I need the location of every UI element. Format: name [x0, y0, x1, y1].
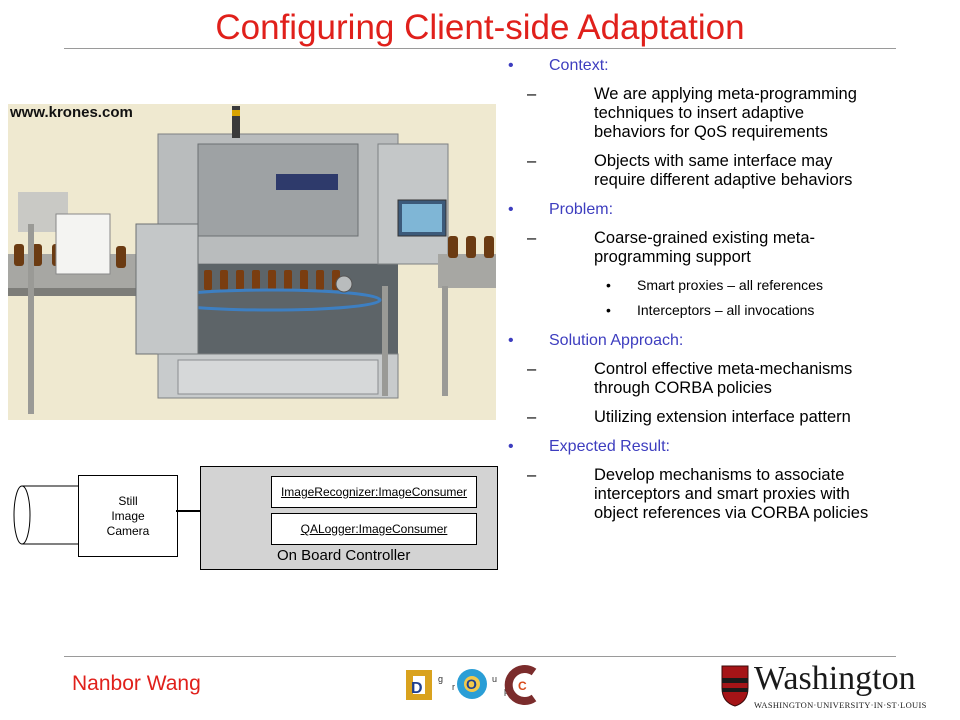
machine-photo	[8, 104, 496, 420]
sub-bullet-text: Develop mechanisms to associate intercep…	[594, 466, 868, 523]
qa-logger-component: QALogger:ImageConsumer	[271, 513, 477, 545]
logo-letter-u: u	[492, 674, 497, 684]
image-recognizer-component: ImageRecognizer:ImageConsumer	[271, 476, 477, 508]
footer-divider	[64, 656, 896, 657]
architecture-diagram: Still Image Camera ImageRecognizer:Image…	[8, 462, 498, 572]
camera-box: Still Image Camera	[78, 475, 178, 557]
sub-bullet: – We are applying meta-programming techn…	[506, 85, 954, 142]
sub-bullet: – Utilizing extension interface pattern	[506, 408, 954, 427]
sub-sub-bullet: • Interceptors – all invocations	[506, 302, 954, 319]
sub-bullet-text: Utilizing extension interface pattern	[594, 408, 851, 426]
slide-title: Configuring Client-side Adaptation	[215, 8, 745, 47]
logo-letter-g: g	[438, 674, 443, 684]
dash-icon: –	[527, 152, 537, 170]
sub-bullet-text: Coarse-grained existing meta- programmin…	[594, 229, 815, 267]
camera-label-line-3: Camera	[106, 523, 150, 538]
bullet-dot-icon: •	[508, 332, 514, 349]
camera-label-line-1: Still	[118, 493, 138, 508]
dash-icon: –	[527, 360, 537, 378]
university-subtitle: WASHINGTON·UNIVERSITY·IN·ST·LOUIS	[754, 700, 927, 710]
university-shield-icon	[721, 665, 749, 707]
bullet-list: • Context: – We are applying meta-progra…	[506, 56, 954, 533]
bullet-solution: • Solution Approach:	[506, 331, 954, 350]
camera-label-line-2: Image	[111, 508, 145, 523]
bullet-heading: Solution Approach:	[549, 332, 684, 349]
line: interceptors and smart proxies with	[594, 485, 850, 503]
dash-icon: –	[527, 229, 537, 247]
sub-bullet-text: Control effective meta-mechanisms throug…	[594, 360, 852, 398]
sub-sub-bullet-text: Smart proxies – all references	[637, 277, 823, 293]
line: techniques to insert adaptive	[594, 104, 805, 122]
dash-icon: –	[527, 466, 537, 484]
dash-icon: –	[527, 85, 537, 103]
line: Control effective meta-mechanisms	[594, 360, 853, 378]
bullet-dot-icon: •	[606, 302, 611, 318]
bullet-dot-icon: •	[508, 201, 514, 218]
bullet-result: • Expected Result:	[506, 437, 954, 456]
line: Objects with same interface may	[594, 152, 833, 170]
line: object references via CORBA policies	[594, 504, 869, 522]
line: Coarse-grained existing meta-	[594, 229, 816, 247]
bullet-problem: • Problem:	[506, 200, 954, 219]
author-name: Nanbor Wang	[72, 672, 201, 695]
line: require different adaptive behaviors	[594, 171, 853, 189]
university-wordmark: Washington	[754, 660, 916, 697]
sub-bullet: – Develop mechanisms to associate interc…	[506, 466, 954, 523]
sub-bullet: – Objects with same interface may requir…	[506, 152, 954, 190]
photo-source-url: www.krones.com	[10, 104, 133, 121]
bullet-heading: Context:	[549, 57, 609, 74]
logo-letter-r: r	[452, 682, 455, 692]
bullet-dot-icon: •	[508, 438, 514, 455]
washington-university-logo: Washington WASHINGTON·UNIVERSITY·IN·ST·L…	[720, 660, 926, 712]
line: programming support	[594, 248, 751, 266]
bullet-heading: Problem:	[549, 201, 614, 218]
arrow-icon	[176, 510, 202, 512]
sub-bullet: – Coarse-grained existing meta- programm…	[506, 229, 954, 267]
logo-letter-o: O	[466, 676, 477, 692]
bullet-heading: Expected Result:	[549, 438, 670, 455]
logo-letter-d: D	[411, 680, 423, 697]
bullet-context: • Context:	[506, 56, 954, 75]
line: Develop mechanisms to associate	[594, 466, 845, 484]
sub-sub-bullet: • Smart proxies – all references	[506, 277, 954, 294]
sub-bullet-text: We are applying meta-programming techniq…	[594, 85, 857, 142]
controller-label: On Board Controller	[277, 547, 411, 564]
on-board-controller-box: ImageRecognizer:ImageConsumer QALogger:I…	[200, 466, 498, 570]
bullet-dot-icon: •	[606, 277, 611, 293]
bullet-dot-icon: •	[508, 57, 514, 74]
sub-bullet-text: Objects with same interface may require …	[594, 152, 852, 190]
line: through CORBA policies	[594, 379, 772, 397]
sub-bullet: – Control effective meta-mechanisms thro…	[506, 360, 954, 398]
dash-icon: –	[527, 408, 537, 426]
title-divider	[64, 48, 896, 49]
line: We are applying meta-programming	[594, 85, 857, 103]
line: behaviors for QoS requirements	[594, 123, 828, 141]
doc-group-logo: D g r O u p C	[406, 665, 537, 705]
sub-sub-bullet-text: Interceptors – all invocations	[637, 302, 815, 318]
logo-letter-c: C	[518, 679, 527, 693]
